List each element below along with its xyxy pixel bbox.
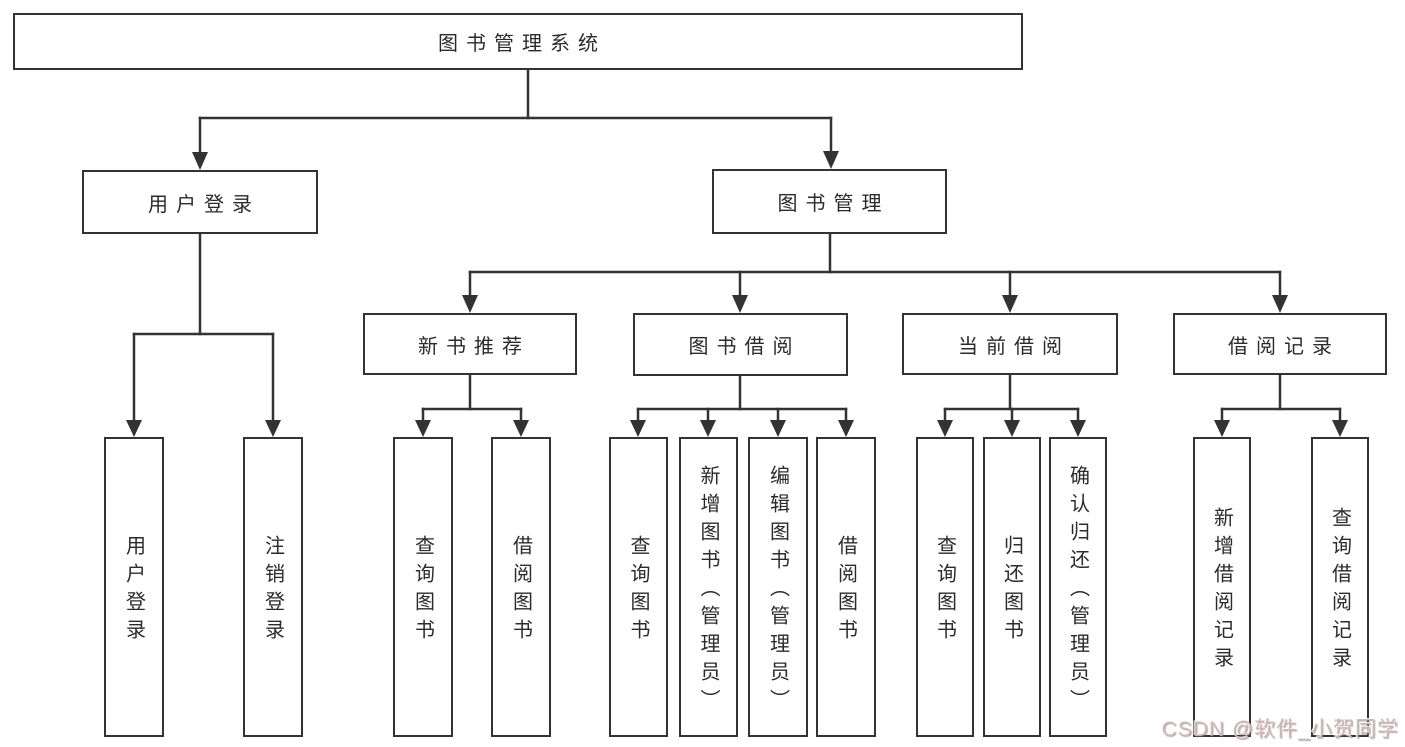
leaf-add-book-admin-label: 新增图书（管理员） — [697, 465, 719, 717]
leaf-borrow-book-recommend-label: 借阅图书 — [509, 535, 532, 647]
leaf-add-borrow-record-label: 新增借阅记录 — [1210, 507, 1233, 675]
leaf-query-book-recommend: 查询图书 — [393, 437, 453, 737]
leaf-confirm-return-admin: 确认归还（管理员） — [1049, 437, 1107, 737]
leaf-query-book-recommend-label: 查询图书 — [411, 535, 434, 647]
leaf-query-borrow-record: 查询借阅记录 — [1311, 437, 1369, 737]
leaf-query-book-borrowing-label: 查询图书 — [627, 535, 649, 647]
node-current-borrowing: 当前借阅 — [902, 313, 1118, 375]
leaf-edit-book-admin: 编辑图书（管理员） — [748, 437, 808, 737]
leaf-add-book-admin: 新增图书（管理员） — [679, 437, 738, 737]
leaf-query-borrow-record-label: 查询借阅记录 — [1328, 507, 1351, 675]
leaf-query-book-current: 查询图书 — [916, 437, 974, 737]
leaf-user-login-label: 用户登录 — [122, 535, 145, 647]
node-new-book-recommendation: 新书推荐 — [363, 313, 577, 375]
node-book-borrowing: 图书借阅 — [633, 313, 848, 376]
leaf-return-book: 归还图书 — [983, 437, 1041, 737]
leaf-edit-book-admin-label: 编辑图书（管理员） — [766, 465, 789, 717]
node-user-login: 用户登录 — [82, 170, 318, 234]
leaf-borrow-book-borrowing-label: 借阅图书 — [834, 535, 857, 647]
leaf-query-book-current-label: 查询图书 — [933, 535, 956, 647]
leaf-confirm-return-admin-label: 确认归还（管理员） — [1066, 465, 1089, 717]
leaf-user-login: 用户登录 — [104, 437, 164, 737]
node-borrowing-records: 借阅记录 — [1173, 313, 1387, 375]
leaf-borrow-book-borrowing: 借阅图书 — [816, 437, 876, 737]
leaf-logout-login-label: 注销登录 — [261, 535, 284, 647]
leaf-add-borrow-record: 新增借阅记录 — [1193, 437, 1251, 737]
csdn-watermark: CSDN @软件_小贺同学 — [1161, 718, 1399, 741]
leaf-return-book-label: 归还图书 — [1000, 535, 1023, 647]
leaf-logout-login: 注销登录 — [243, 437, 303, 737]
node-book-system-root: 图书管理系统 — [13, 13, 1023, 70]
node-book-management: 图书管理 — [712, 169, 947, 234]
leaf-query-book-borrowing: 查询图书 — [609, 437, 668, 737]
leaf-borrow-book-recommend: 借阅图书 — [491, 437, 551, 737]
